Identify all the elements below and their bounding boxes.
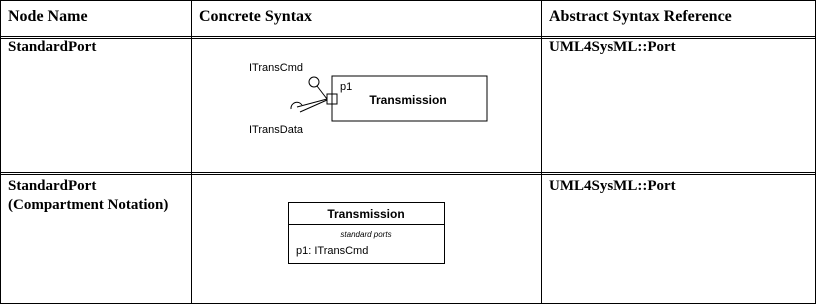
compartment-notation-diagram: Transmission standard ports p1: ITransCm…	[288, 202, 445, 264]
port-name: p1	[340, 81, 352, 93]
column-divider	[541, 0, 542, 304]
socket-connector	[296, 98, 328, 108]
abstract-syntax-reference-cell: UML4SysML::Port	[549, 178, 676, 194]
header-abstract-syntax-reference: Abstract Syntax Reference	[549, 8, 732, 25]
row-divider	[0, 172, 816, 173]
block-name: Transmission	[327, 207, 404, 221]
header-divider	[0, 36, 816, 37]
socket-icon	[290, 101, 303, 110]
abstract-syntax-reference-cell: UML4SysML::Port	[549, 39, 676, 55]
column-divider	[191, 0, 192, 304]
node-name-cell: StandardPort	[8, 178, 97, 194]
block-transmission	[331, 75, 488, 122]
block-name: Transmission	[369, 93, 446, 107]
lollipop-icon	[308, 76, 320, 88]
node-name-cell-line2: (Compartment Notation)	[8, 197, 169, 213]
port-entry: p1: ITransCmd	[296, 245, 368, 257]
row-divider	[0, 174, 816, 175]
block-transmission-compartment	[288, 202, 445, 264]
row-divider	[0, 38, 816, 39]
standard-port-diagram: ITransCmd p1 Transmission ITransData	[249, 62, 488, 136]
node-name-cell: StandardPort	[8, 39, 97, 55]
socket-connector-lower	[299, 99, 328, 113]
table-border-left	[0, 0, 1, 304]
header-concrete-syntax: Concrete Syntax	[199, 8, 313, 25]
header-node-name: Node Name	[8, 8, 88, 25]
required-interface-label: ITransCmd	[249, 62, 303, 74]
provided-interface-label: ITransData	[249, 124, 304, 136]
table-border-top	[0, 0, 816, 1]
compartment-label: standard ports	[340, 230, 391, 239]
lollipop-connector	[316, 85, 328, 100]
